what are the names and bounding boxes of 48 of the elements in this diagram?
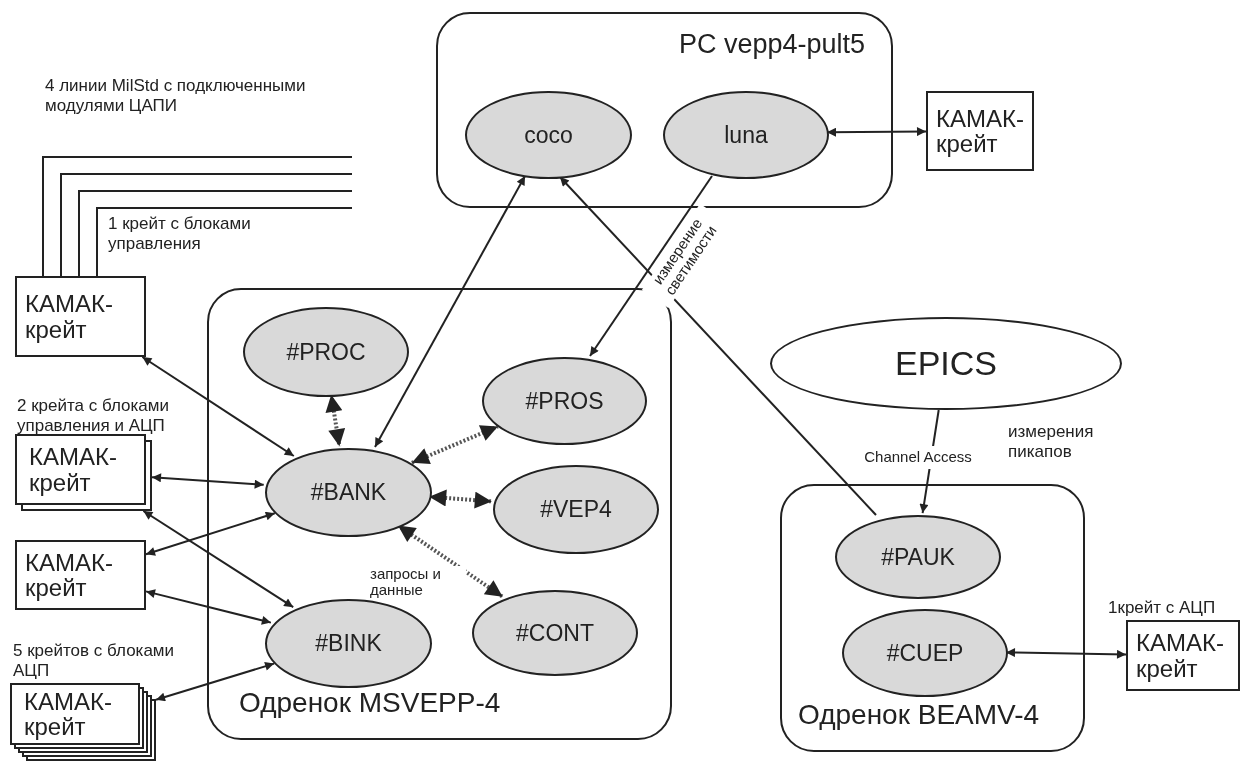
note-text: измерения пикапов	[1008, 422, 1095, 463]
bus-line	[96, 207, 353, 277]
node-label: КАМАК- крейт	[25, 549, 114, 601]
bus-line	[78, 190, 353, 277]
node-label: EPICS	[894, 343, 997, 384]
node-label: КАМАК- крейт	[25, 291, 114, 342]
crate-box	[15, 540, 146, 610]
bus-line	[60, 173, 353, 277]
node-label: #PAUK	[881, 542, 955, 572]
note-text: 4 линии MilStd с подключенными модулями ЦАПИ	[45, 76, 307, 117]
arrow	[141, 356, 295, 457]
node-label: luna	[724, 120, 768, 150]
crate-box	[926, 91, 1034, 171]
node-label: #CONT	[516, 618, 594, 648]
node-label: Одренок BEAMV-4	[798, 698, 1040, 732]
node-caption: 1 крейт с блоками управления	[108, 214, 252, 255]
node-caption: 2 крейта с блоками управления и АЦП	[17, 396, 170, 437]
edge-label: запросы и данные	[370, 566, 466, 598]
node-caption: 1крейт с АЦП	[1108, 598, 1217, 619]
node-label: КАМАК- крейт	[936, 105, 1024, 157]
crate-box	[1126, 620, 1240, 691]
arrow	[145, 589, 272, 625]
node-label: #BINK	[315, 629, 382, 659]
bus-line	[42, 156, 353, 277]
node-label: КАМАК- крейт	[1136, 630, 1225, 681]
node-label: #BANK	[310, 478, 387, 508]
node-label: PC vepp4-pult5	[678, 28, 865, 61]
arrow	[325, 394, 346, 447]
arrow	[411, 424, 499, 465]
node-label: КАМАК- крейт	[24, 688, 113, 740]
arrow	[145, 511, 276, 556]
node-label: #VEP4	[540, 495, 612, 525]
node-label: #CUEP	[886, 638, 964, 668]
node-label: #PROC	[286, 337, 366, 367]
node-label: coco	[524, 120, 573, 150]
stacked-crate-box	[15, 434, 152, 511]
crate-box	[15, 276, 146, 357]
stacked-crate-box	[10, 683, 156, 761]
node-label: Одренок MSVEPP-4	[239, 686, 501, 720]
arrow	[142, 510, 295, 609]
node-label: КАМАК- крейт	[29, 444, 118, 495]
arrow	[559, 176, 877, 516]
node-caption: 5 крейтов с блоками АЦП	[13, 641, 176, 682]
arrow	[155, 661, 276, 702]
rounded-container	[780, 484, 1085, 752]
arrow	[151, 473, 265, 489]
rounded-container	[436, 12, 893, 208]
node-label: #PROS	[525, 386, 604, 416]
